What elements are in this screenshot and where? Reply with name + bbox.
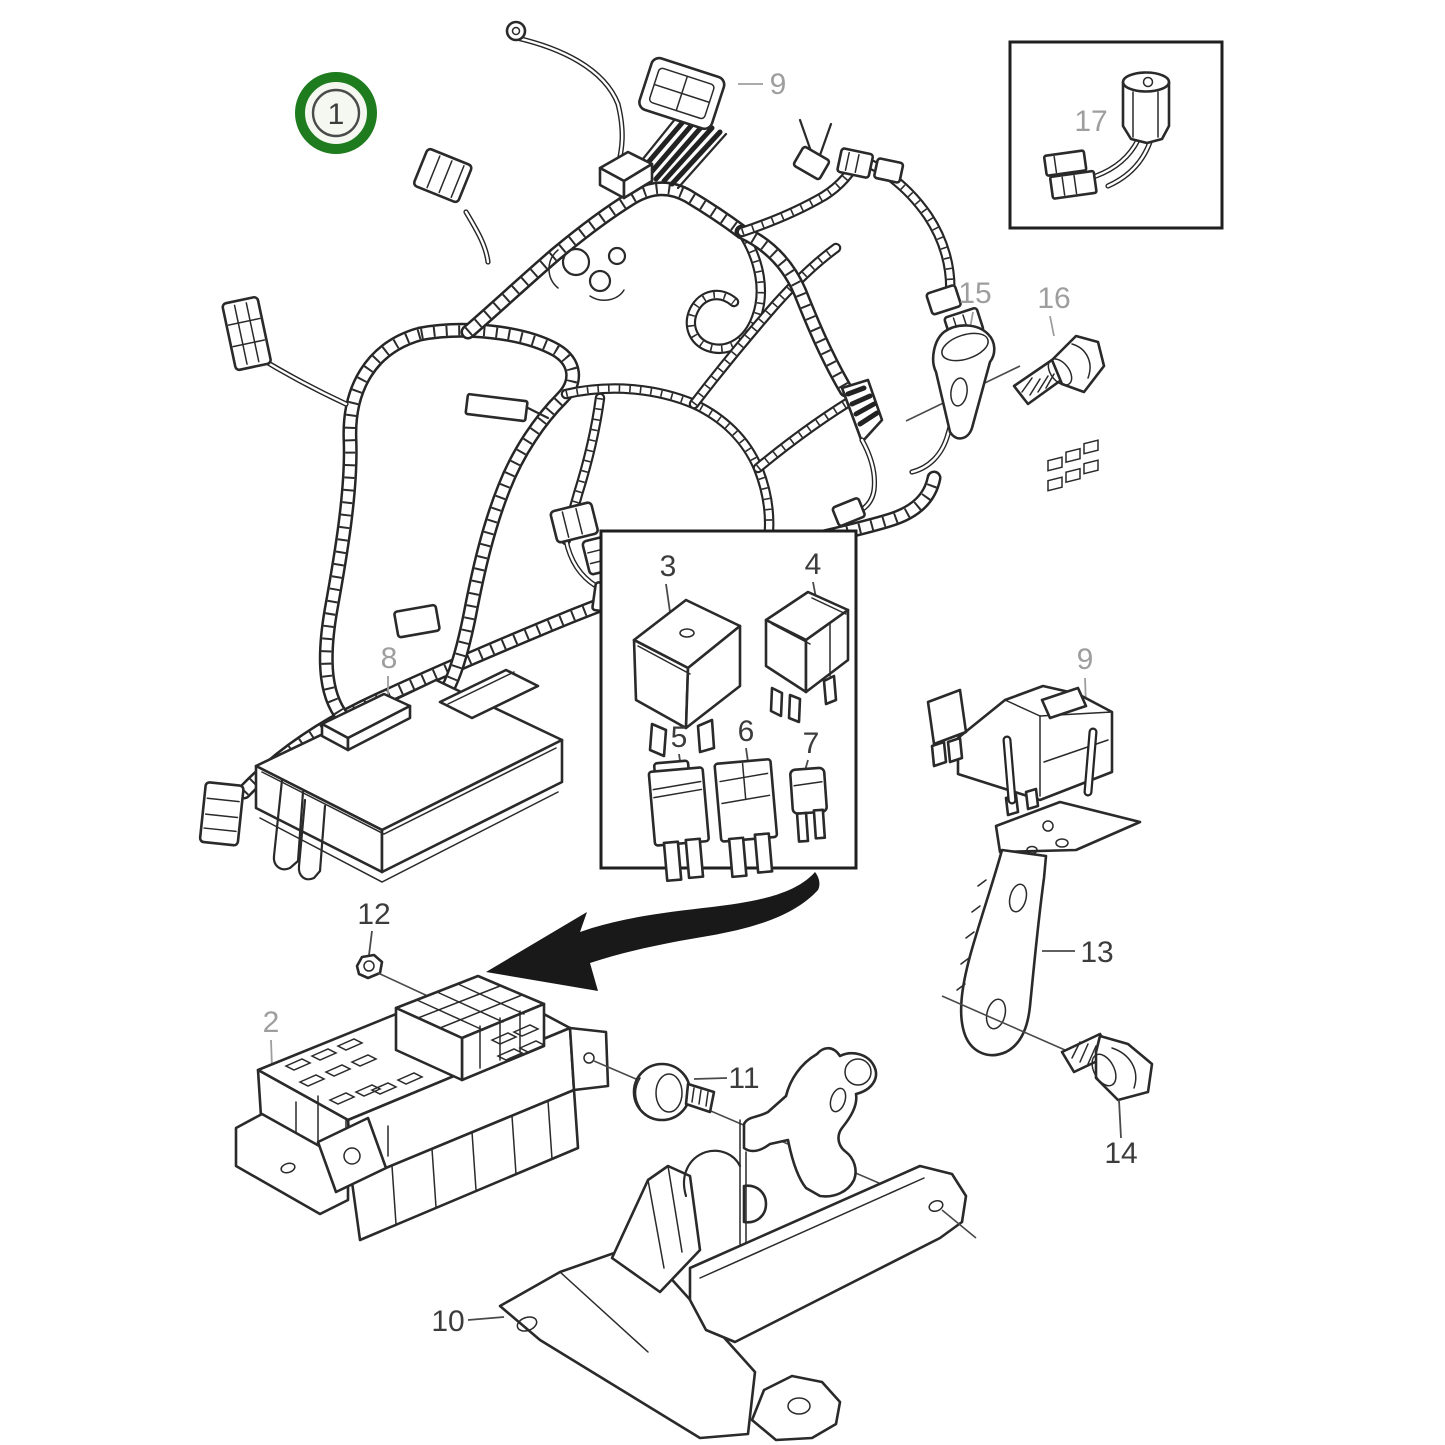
mounting-bracket-10: 10	[431, 1046, 977, 1442]
flange-screw-14: 14	[941, 995, 1154, 1170]
callout-11-label: 11	[728, 1062, 759, 1095]
cover-clip-1	[272, 778, 305, 871]
fuse-5	[647, 759, 710, 883]
callout-6-label: 6	[738, 715, 755, 748]
leader-12	[368, 930, 373, 956]
leader-14	[1118, 1099, 1122, 1139]
nut-12: 12	[355, 898, 433, 999]
callout-7-label: 7	[803, 727, 820, 760]
harness-fork-branch	[792, 118, 905, 184]
callout-5-label: 5	[671, 721, 688, 754]
alignment-line-10	[941, 1209, 977, 1239]
bracket-pins	[1002, 727, 1098, 805]
fuse-box-left-foot	[234, 1112, 388, 1216]
callout-13-label: 13	[1080, 936, 1113, 969]
alignment-line-13-14	[941, 995, 1066, 1051]
bracket-bottom-foot	[750, 1374, 842, 1442]
callout-9-top-label: 9	[770, 68, 787, 101]
harness-junction-clip	[598, 150, 654, 200]
leader-11	[693, 1077, 728, 1080]
cover-handle	[320, 692, 412, 752]
part-17-box	[1008, 40, 1224, 230]
callout-1-label: 1	[328, 98, 345, 131]
cover-tab	[438, 668, 540, 720]
callout-16-label: 16	[1037, 282, 1070, 315]
fuse-box-2: 2	[234, 974, 894, 1242]
relay-4	[764, 590, 850, 724]
callout-15-label: 15	[958, 277, 991, 310]
fuse-7	[789, 766, 828, 843]
fuse-box-skirt	[350, 1088, 580, 1242]
bracket-arm-strip	[688, 1164, 977, 1344]
cover-clip-2	[297, 798, 327, 881]
harness-connector-9	[638, 56, 726, 131]
bracket-upper-plate	[739, 1046, 878, 1245]
callout-9-right-label: 9	[1077, 643, 1094, 676]
callout-12-label: 12	[357, 898, 390, 931]
harness-topleft-connector	[412, 147, 491, 265]
callout-17-label: 17	[1074, 105, 1107, 138]
bracket-arm-13: 13	[956, 727, 1142, 1057]
clip-15: 15	[905, 277, 1021, 440]
fuse-box-fuse-grid	[284, 1024, 546, 1105]
callout-10-label: 10	[431, 1305, 464, 1338]
harness-left-connector	[221, 295, 349, 407]
harness-taped-tip	[831, 378, 884, 527]
harness-number-badge: 1	[295, 72, 377, 154]
screw-16: 16	[1012, 282, 1106, 406]
fuse-box-cover-8: 8	[254, 642, 564, 883]
callout-2-label: 2	[263, 1006, 280, 1039]
leader-16	[1049, 315, 1055, 337]
leader-10	[467, 1316, 505, 1321]
callout-14-label: 14	[1104, 1137, 1137, 1170]
bracket-gusset	[610, 1149, 742, 1294]
relay-fuse-kit-box: 3 4 5	[599, 529, 858, 883]
sensor-17	[1042, 71, 1171, 200]
connector-pin-grid	[1043, 439, 1109, 763]
leader-3	[665, 583, 671, 613]
boxed-sensor-17: 17	[1008, 40, 1224, 230]
callout-4-label: 4	[805, 548, 822, 581]
harness-tail-connector	[198, 781, 245, 847]
callout-3-label: 3	[660, 550, 677, 583]
harness-curl-cluster	[548, 246, 627, 302]
grommet-11: 11	[632, 1062, 760, 1122]
relay-3	[632, 598, 742, 758]
harness-flag-tab	[393, 392, 550, 639]
transfer-arrow	[486, 872, 820, 991]
callout-8-label: 8	[381, 642, 398, 675]
alignment-line-12	[377, 972, 433, 999]
ring-terminal-wire	[505, 20, 625, 169]
leader-6	[745, 747, 749, 763]
connector-9-right: 9	[926, 439, 1114, 817]
fuse-6	[713, 758, 779, 879]
